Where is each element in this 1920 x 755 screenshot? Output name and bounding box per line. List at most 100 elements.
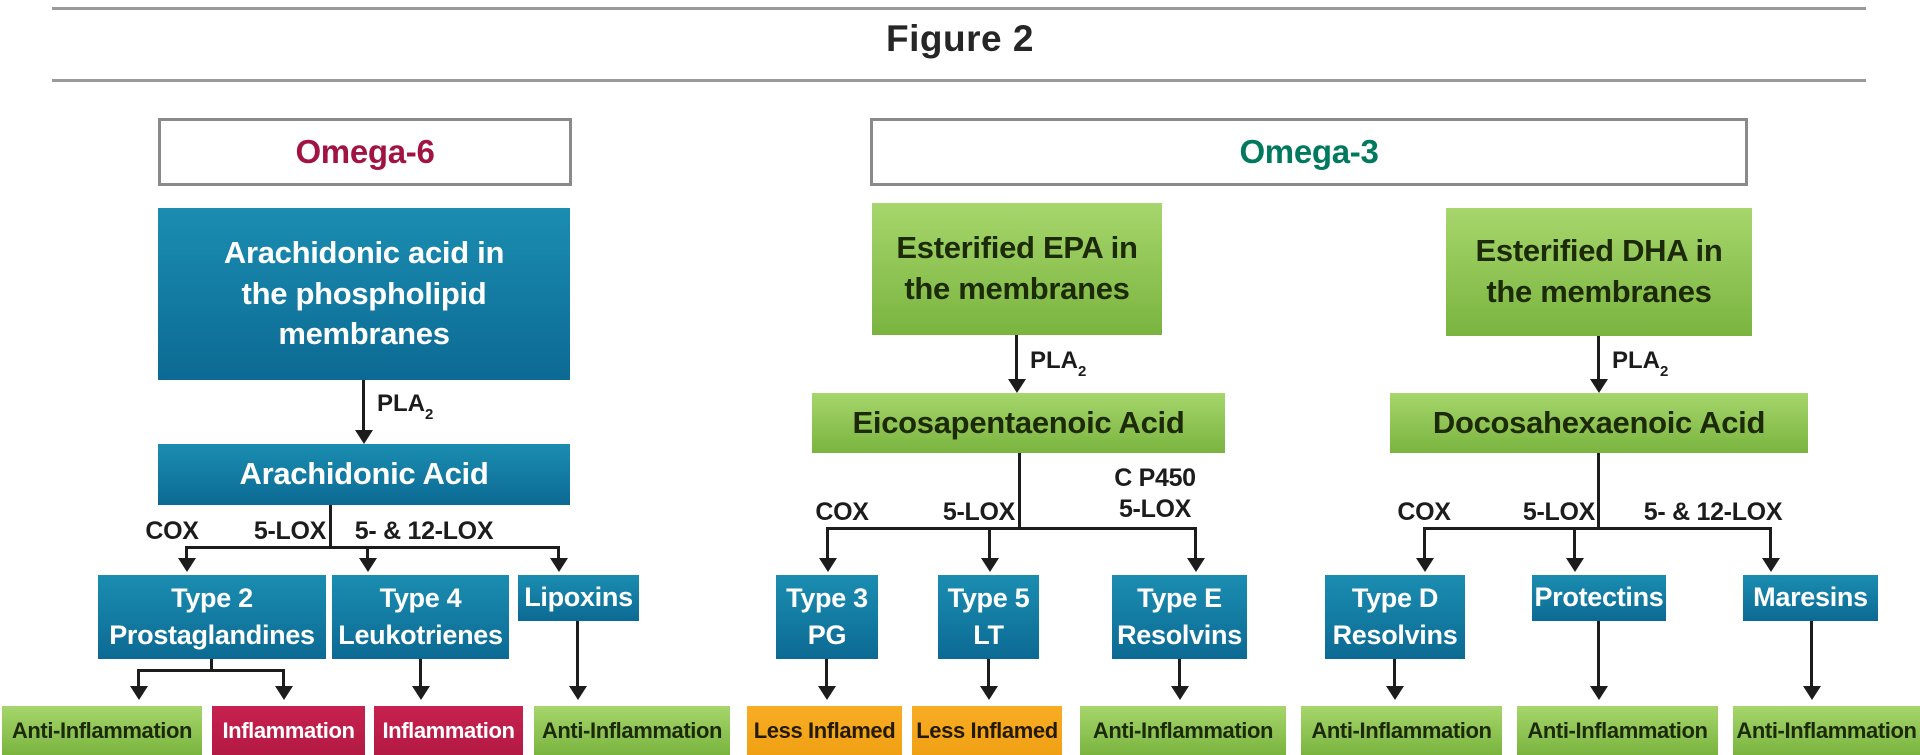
outcome-label: Anti-Inflammation [11, 717, 193, 743]
dha-arrow-to-maresins [1769, 527, 1772, 558]
pla2-subscript: 2 [425, 405, 434, 423]
epa-enzyme-cp450-5lox: C P450 5-LOX [1114, 464, 1196, 523]
product-box-type2-prostaglandines: Type 2 Prostaglandines [98, 575, 326, 659]
product-box-type4-leukotrienes: Type 4 Leukotrienes [332, 575, 509, 659]
outcome-box-inflammation-1: Inflammation [212, 706, 365, 755]
outcome-label: Anti-Inflammation [1092, 717, 1274, 743]
protectins-arrow-to-anti-inflammation [1597, 621, 1600, 686]
omega3-header-label: Omega-3 [1239, 133, 1379, 170]
omega6-acid-box: Arachidonic Acid [158, 444, 570, 505]
omega6-arrow-to-type2 [185, 546, 188, 558]
epa-enzyme-5lox: 5-LOX [942, 498, 1015, 526]
type3-arrow-to-less-inflamed [825, 659, 828, 686]
outcome-box-anti-inflammation-6: Anti-Inflammation [1733, 706, 1920, 755]
omega3-header-box: Omega-3 [870, 118, 1748, 186]
pla2-base: PLA [1030, 347, 1078, 374]
epa-arrow-to-type5 [988, 527, 991, 558]
dha-enzyme-5lox: 5-LOX [1522, 498, 1595, 526]
product-box-lipoxins: Lipoxins [518, 575, 639, 621]
dha-branch-stem [1597, 453, 1600, 530]
type2-arrow-to-anti-inflammation [137, 669, 140, 686]
outcome-box-anti-inflammation-4: Anti-Inflammation [1301, 706, 1502, 755]
type4-arrow-to-inflammation [419, 659, 422, 686]
epa-pla2-arrow [1015, 335, 1018, 379]
dha-source-box: Esterified DHA in the membranes [1446, 208, 1752, 336]
omega6-arrow-to-type4 [366, 546, 369, 558]
dha-arrow-to-typeD [1423, 527, 1426, 558]
outcome-box-less-inflamed-1: Less Inflamed [747, 706, 902, 755]
header-rule [52, 79, 1866, 82]
pla2-subscript: 2 [1660, 362, 1669, 380]
outcome-label: Anti-Inflammation [541, 717, 723, 743]
type2-split-line [137, 669, 285, 672]
product-label-lipoxins: Lipoxins [524, 582, 633, 613]
outcome-label: Anti-Inflammation [1736, 717, 1917, 743]
pla2-base: PLA [377, 390, 425, 417]
outcome-box-inflammation-2: Inflammation [374, 706, 523, 755]
epa-enzyme-cox: COX [815, 498, 869, 526]
product-label-maresins: Maresins [1753, 582, 1868, 613]
dha-acid-label: Docosahexaenoic Acid [1432, 404, 1766, 440]
product-label-type3: Type 3 PG [786, 582, 868, 650]
epa-arrow-to-type3 [826, 527, 829, 558]
outcome-box-anti-inflammation-3: Anti-Inflammation [1080, 706, 1286, 755]
omega6-header-label: Omega-6 [295, 133, 435, 170]
outcome-box-anti-inflammation-5: Anti-Inflammation [1517, 706, 1718, 755]
pla2-subscript: 2 [1078, 362, 1087, 380]
omega6-arrow-to-lipoxins [557, 546, 560, 558]
omega6-source-label: Arachidonic acid in the phospholipid mem… [223, 234, 505, 352]
type2-split-stem [210, 659, 213, 672]
outcome-label: Anti-Inflammation [1527, 717, 1708, 743]
product-box-type5-lt: Type 5 LT [938, 575, 1039, 659]
product-label-type5: Type 5 LT [947, 582, 1030, 650]
outcome-label: Inflammation [382, 717, 515, 743]
epa-acid-box: Eicosapentaenoic Acid [812, 393, 1225, 453]
epa-branch-line [826, 527, 1197, 530]
outcome-label: Inflammation [222, 717, 355, 743]
omega6-branch-line [185, 546, 560, 549]
outcome-label: Less Inflamed [753, 717, 896, 743]
dha-pla2-label: PLA2 [1612, 347, 1669, 380]
omega6-enzyme-cox: COX [145, 517, 199, 545]
dha-enzyme-cox: COX [1397, 498, 1451, 526]
outcome-box-anti-inflammation-2: Anti-Inflammation [534, 706, 730, 755]
product-box-maresins: Maresins [1743, 575, 1878, 621]
maresins-arrow-to-anti-inflammation [1810, 621, 1813, 686]
product-box-protectins: Protectins [1532, 575, 1666, 621]
product-label-typeE: Type E Resolvins [1117, 582, 1242, 650]
dha-acid-box: Docosahexaenoic Acid [1390, 393, 1808, 453]
outcome-box-anti-inflammation-1: Anti-Inflammation [2, 706, 202, 755]
omega6-pla2-arrow [362, 380, 365, 430]
figure-title: Figure 2 [886, 18, 1034, 59]
epa-branch-stem [1018, 453, 1021, 530]
outcome-label: Less Inflamed [916, 717, 1058, 743]
typeD-arrow-to-anti-inflammation [1393, 659, 1396, 686]
dha-branch-line [1423, 527, 1772, 530]
dha-enzyme-5-12lox: 5- & 12-LOX [1643, 498, 1783, 526]
product-box-typeE-resolvins: Type E Resolvins [1112, 575, 1247, 659]
omega6-source-box: Arachidonic acid in the phospholipid mem… [158, 208, 570, 380]
product-box-type3-pg: Type 3 PG [776, 575, 878, 659]
product-label-protectins: Protectins [1534, 582, 1664, 613]
dha-pla2-arrow [1597, 336, 1600, 379]
dha-arrow-to-protectins [1573, 527, 1576, 558]
product-label-type4: Type 4 Leukotrienes [338, 582, 503, 650]
outcome-box-less-inflamed-2: Less Inflamed [912, 706, 1062, 755]
outcome-label: Anti-Inflammation [1311, 717, 1492, 743]
pla2-base: PLA [1612, 347, 1660, 374]
omega6-header-box: Omega-6 [158, 118, 572, 186]
dha-source-label: Esterified DHA in the membranes [1475, 233, 1723, 309]
omega6-branch-stem [329, 505, 332, 549]
product-box-typeD-resolvins: Type D Resolvins [1325, 575, 1465, 659]
product-label-typeD: Type D Resolvins [1332, 582, 1458, 650]
epa-source-box: Esterified EPA in the membranes [872, 203, 1162, 335]
epa-source-label: Esterified EPA in the membranes [896, 230, 1138, 306]
omega6-pla2-label: PLA2 [377, 390, 434, 423]
omega6-acid-label: Arachidonic Acid [239, 456, 489, 492]
type2-arrow-to-inflammation [282, 669, 285, 686]
epa-arrow-to-typeE [1194, 527, 1197, 558]
omega6-enzyme-5-12lox: 5- & 12-LOX [354, 517, 494, 545]
epa-pla2-label: PLA2 [1030, 347, 1087, 380]
lipoxins-arrow-to-anti-inflammation [576, 621, 579, 686]
product-label-type2: Type 2 Prostaglandines [109, 582, 315, 650]
